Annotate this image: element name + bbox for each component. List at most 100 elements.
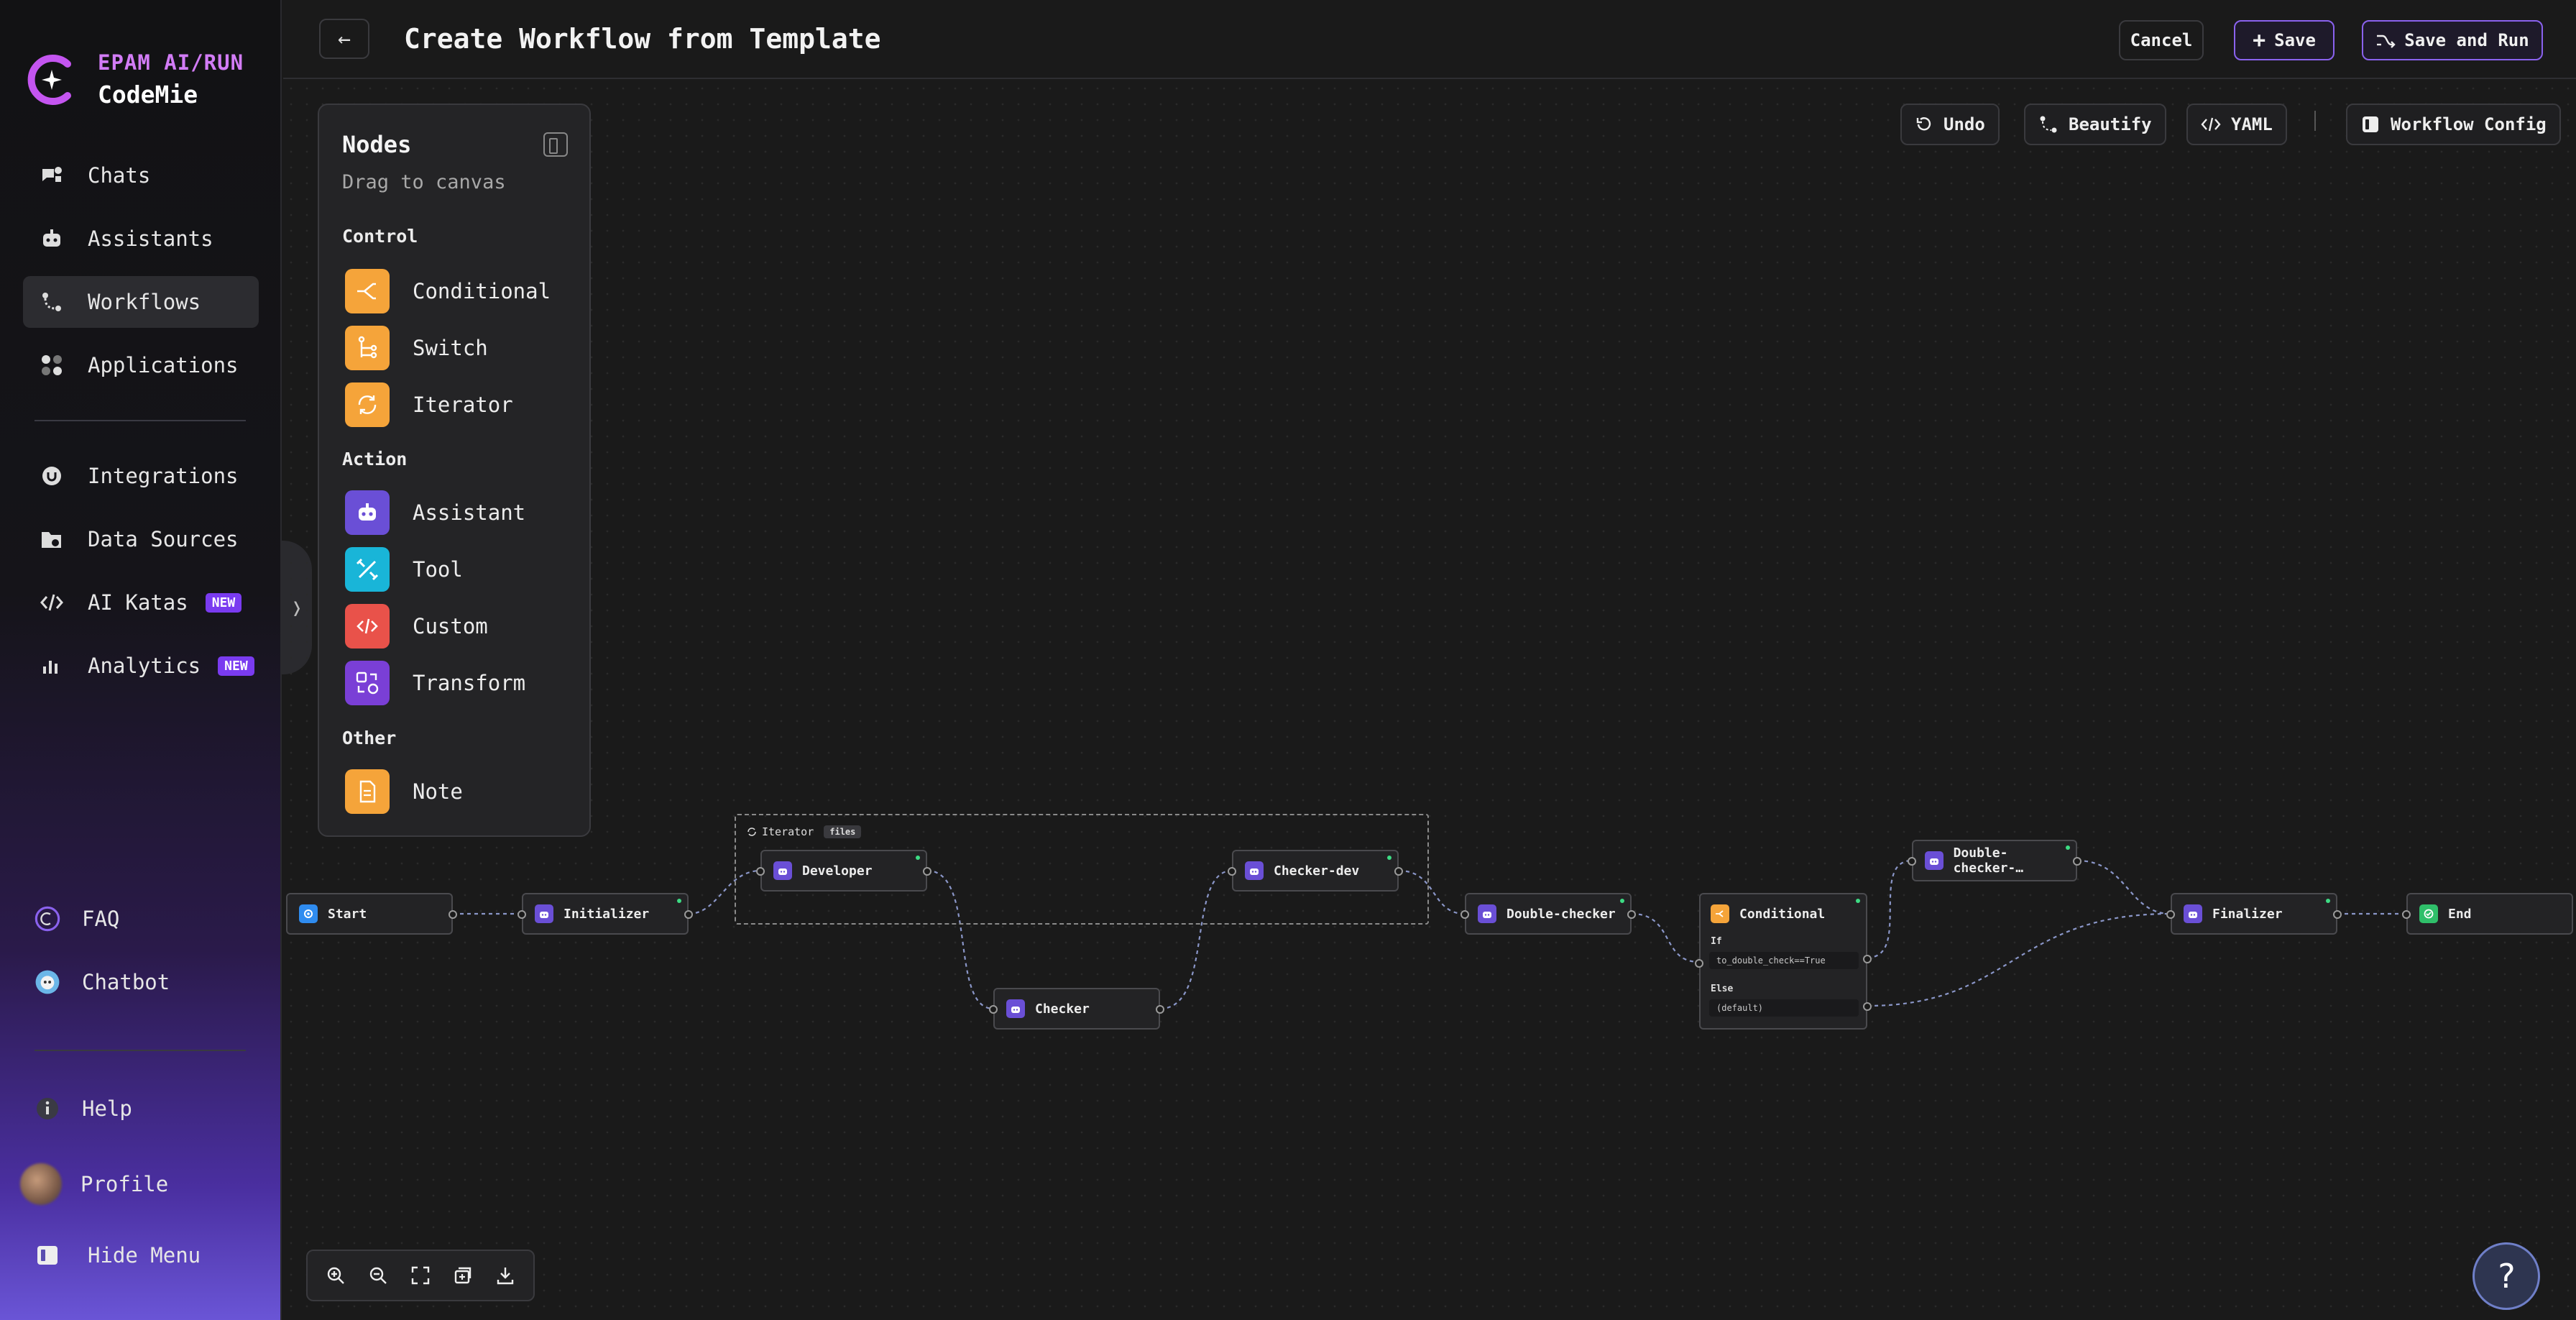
analytics-icon: [39, 653, 65, 679]
save-button[interactable]: + Save: [2234, 20, 2334, 60]
add-frame-icon[interactable]: [448, 1261, 477, 1290]
fit-view-icon[interactable]: [406, 1261, 435, 1290]
sidebar-item-workflows[interactable]: Workflows: [23, 276, 259, 328]
collapse-panel-icon[interactable]: [543, 132, 568, 157]
input-port[interactable]: [756, 867, 765, 876]
zoom-out-icon[interactable]: [364, 1261, 392, 1290]
applications-icon: [39, 352, 65, 378]
assistant-icon: [773, 861, 792, 880]
cancel-button[interactable]: Cancel: [2119, 20, 2204, 60]
input-port[interactable]: [989, 1005, 998, 1014]
chatbot-label: Chatbot: [82, 970, 170, 994]
if-output-port[interactable]: [1863, 955, 1872, 963]
code-icon: [39, 590, 65, 615]
undo-button[interactable]: Undo: [1900, 104, 2000, 145]
sidebar-item-integrations[interactable]: Integrations: [23, 450, 259, 502]
node-label: Double-checker: [1506, 906, 1616, 922]
node-label: Conditional: [1739, 906, 1826, 922]
node-palette-conditional[interactable]: Conditional: [345, 269, 551, 313]
download-icon[interactable]: [491, 1261, 520, 1290]
assistant-icon: [2184, 904, 2202, 923]
node-checker[interactable]: Checker: [989, 988, 1164, 1030]
question-icon: ?: [2496, 1257, 2516, 1296]
brand-product: CodeMie: [98, 81, 198, 109]
beautify-button[interactable]: Beautify: [2024, 104, 2166, 145]
help-button[interactable]: ?: [2472, 1242, 2540, 1310]
sidebar-item-profile[interactable]: Profile: [20, 1163, 168, 1205]
sidebar-item-faq[interactable]: FAQ: [34, 906, 119, 932]
hide-menu-label: Hide Menu: [88, 1243, 201, 1268]
node-palette-custom[interactable]: Custom: [345, 604, 488, 648]
sidebar-item-data-sources[interactable]: Data Sources: [23, 513, 259, 565]
sidebar-item-ai-katas[interactable]: AI Katas NEW: [23, 577, 259, 628]
input-port[interactable]: [2402, 910, 2411, 919]
sidebar-item-chats[interactable]: Chats: [23, 150, 259, 201]
node-end[interactable]: End: [2402, 893, 2573, 935]
sidebar-item-assistants[interactable]: Assistants: [23, 213, 259, 265]
sidebar-item-label: AI Katas: [88, 590, 188, 615]
node-label: End: [2448, 906, 2472, 922]
yaml-button[interactable]: YAML: [2186, 104, 2287, 145]
back-button[interactable]: ←: [319, 19, 369, 59]
iterator-group[interactable]: Iterator files: [735, 814, 1429, 925]
arrow-left-icon: ←: [337, 26, 351, 52]
output-port[interactable]: [448, 910, 457, 919]
node-initializer[interactable]: Initializer: [518, 893, 693, 935]
assistant-icon: [1006, 999, 1025, 1018]
nodes-panel-title: Nodes: [342, 131, 412, 158]
else-label: Else: [1711, 984, 1734, 994]
node-label: Checker: [1035, 1001, 1090, 1017]
save-and-run-button[interactable]: Save and Run: [2362, 20, 2543, 60]
output-port[interactable]: [2333, 910, 2342, 919]
run-icon: [2377, 35, 2396, 48]
workflow-config-button[interactable]: Workflow Config: [2346, 104, 2561, 145]
status-dot: [1387, 856, 1392, 860]
workflow-canvas[interactable]: [283, 81, 2576, 1320]
output-port[interactable]: [1156, 1005, 1164, 1014]
assistant-icon: [1925, 851, 1944, 870]
node-start[interactable]: Start: [286, 893, 457, 935]
iterator-icon: [748, 828, 756, 836]
code-icon: [2201, 117, 2221, 132]
sidebar-item-help[interactable]: Help: [34, 1096, 132, 1122]
zoom-in-icon[interactable]: [321, 1261, 350, 1290]
node-developer[interactable]: Developer: [756, 850, 932, 892]
node-double-checker-2[interactable]: Double-checker-…: [1908, 840, 2082, 881]
node-palette-transform[interactable]: Transform: [345, 661, 525, 705]
node-palette-note[interactable]: Note: [345, 769, 463, 814]
nodes-panel: Nodes Drag to canvas Control Conditional…: [318, 104, 591, 837]
output-port[interactable]: [923, 867, 932, 876]
node-conditional[interactable]: Conditional If to_double_check==True Els…: [1695, 893, 1872, 1030]
input-port[interactable]: [518, 910, 526, 919]
node-palette-iterator[interactable]: Iterator: [345, 382, 513, 427]
sidebar-divider: [34, 1050, 246, 1051]
input-port[interactable]: [2166, 910, 2175, 919]
output-port[interactable]: [1394, 867, 1403, 876]
tool-icon: [345, 547, 390, 592]
node-palette-tool[interactable]: Tool: [345, 547, 463, 592]
output-port[interactable]: [2073, 857, 2082, 866]
sidebar-item-chatbot[interactable]: Chatbot: [34, 969, 170, 995]
node-palette-assistant[interactable]: Assistant: [345, 490, 525, 535]
if-condition[interactable]: to_double_check==True: [1709, 952, 1859, 969]
input-port[interactable]: [1908, 857, 1916, 866]
brand[interactable]: EPAM AI/RUN CodeMie: [26, 50, 244, 109]
sidebar-item-analytics[interactable]: Analytics NEW: [23, 640, 259, 692]
input-port[interactable]: [1695, 959, 1703, 968]
node-finalizer[interactable]: Finalizer: [2166, 893, 2342, 935]
input-port[interactable]: [1228, 867, 1236, 876]
node-palette-switch[interactable]: Switch: [345, 326, 488, 370]
output-port[interactable]: [684, 910, 693, 919]
output-port[interactable]: [1627, 910, 1636, 919]
else-output-port[interactable]: [1863, 1002, 1872, 1011]
input-port[interactable]: [1460, 910, 1469, 919]
sidebar-item-label: Chats: [88, 163, 151, 188]
undo-icon: [1916, 117, 1931, 131]
node-double-checker[interactable]: Double-checker: [1460, 893, 1636, 935]
sidebar-item-applications[interactable]: Applications: [23, 339, 259, 391]
node-checker-dev[interactable]: Checker-dev: [1228, 850, 1403, 892]
hide-menu-button[interactable]: Hide Menu: [34, 1242, 201, 1268]
note-icon: [345, 769, 390, 814]
transform-icon: [345, 661, 390, 705]
node-label: Checker-dev: [1274, 863, 1360, 879]
